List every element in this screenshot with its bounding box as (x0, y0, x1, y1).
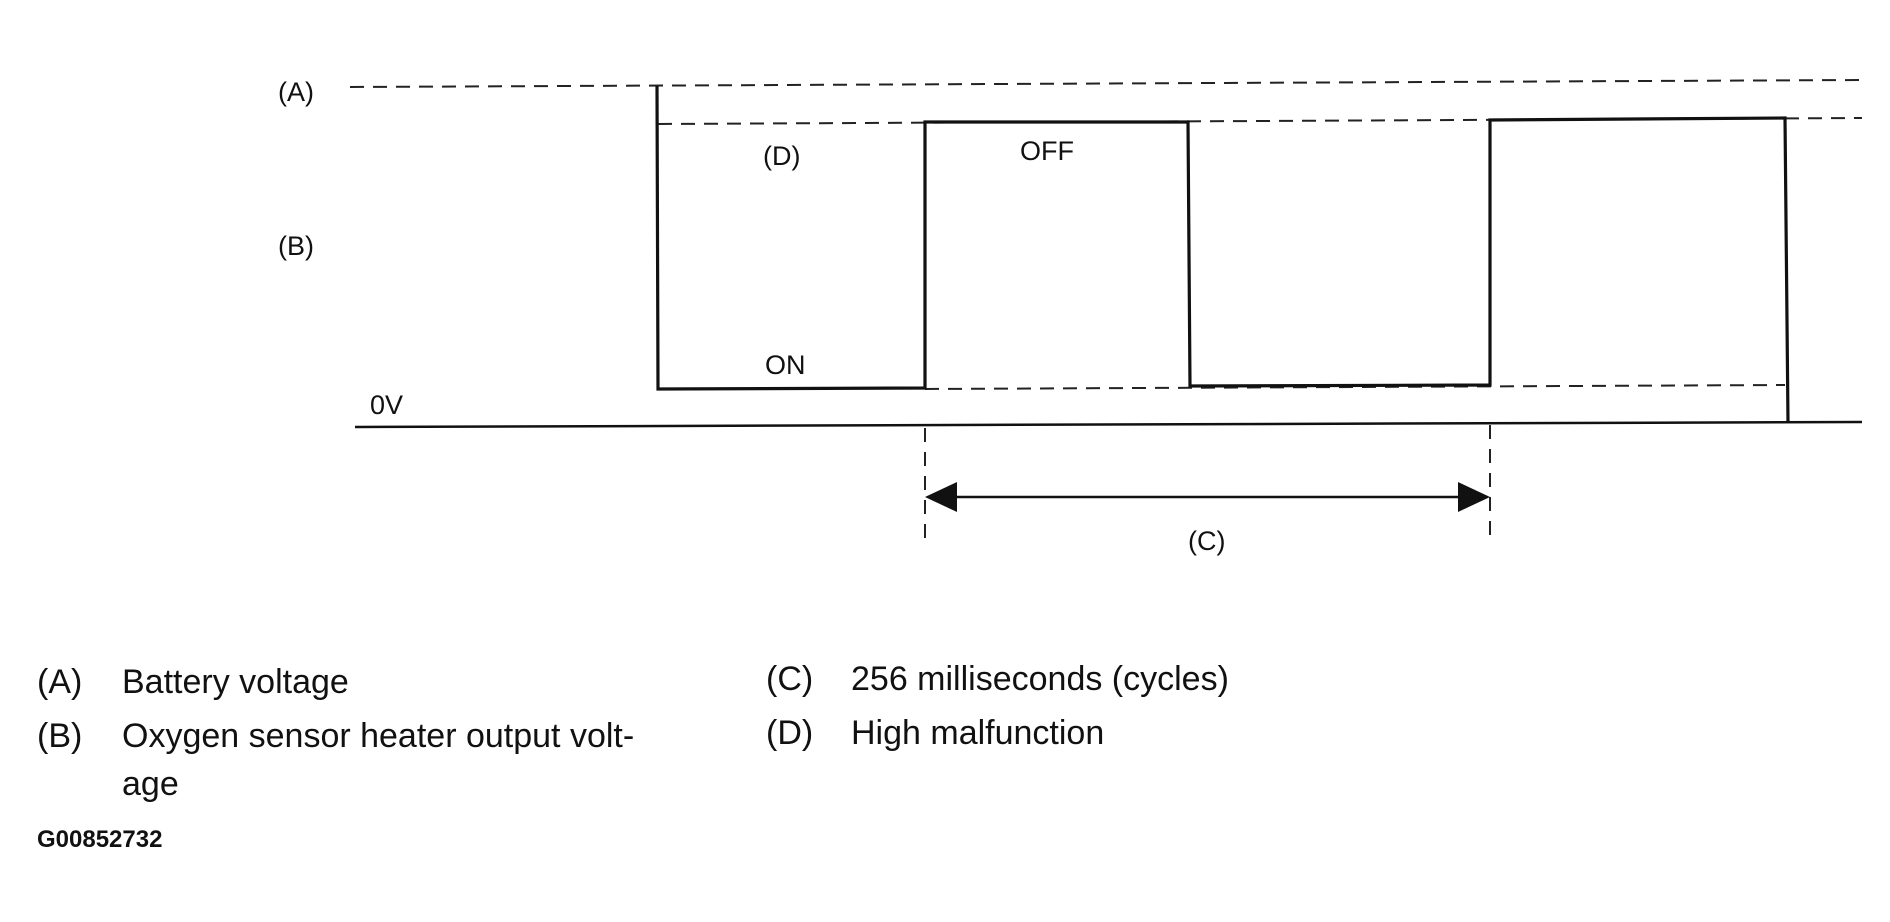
label-d: (D) (763, 141, 800, 171)
legend-item-d: (D) High malfunction (766, 709, 1466, 757)
zero-volt-baseline (354, 420, 1863, 429)
legend-text-d: High malfunction (851, 714, 1105, 752)
period-arrow-right-head (1458, 482, 1490, 512)
legend-item-a: (A) Battery voltage (37, 658, 727, 706)
legend-text-c: 256 milliseconds (cycles) (851, 660, 1229, 698)
figure-id: G00852732 (37, 826, 163, 853)
legend-text-b: Oxygen sensor heater output volt-age (122, 717, 635, 803)
high-malfunction-dashed-line (657, 117, 1863, 125)
label-c: (C) (1188, 526, 1225, 556)
legend-item-c: (C) 256 milliseconds (cycles) (766, 655, 1466, 703)
on-level-dashed-line (924, 384, 1786, 390)
heater-output-waveform (655, 85, 1790, 423)
legend-item-b: (B) Oxygen sensor heater output volt-age (37, 712, 727, 808)
label-a: (A) (278, 77, 314, 107)
label-zero-volt: 0V (370, 390, 403, 420)
legend-key-b: (B) (37, 717, 83, 755)
legend-key-a: (A) (37, 663, 83, 701)
legend-left-column: (A) Battery voltage (B) Oxygen sensor he… (37, 658, 727, 808)
legend-key-d: (D) (766, 714, 814, 752)
battery-voltage-dashed-line (349, 79, 1863, 88)
label-on: ON (765, 350, 806, 380)
legend-right-column: (C) 256 milliseconds (cycles) (D) High m… (766, 655, 1466, 757)
label-off: OFF (1020, 136, 1074, 166)
period-arrow-left-head (925, 482, 957, 512)
legend-text-a: Battery voltage (122, 663, 349, 701)
legend-key-c: (C) (766, 660, 814, 698)
label-b: (B) (278, 231, 314, 261)
